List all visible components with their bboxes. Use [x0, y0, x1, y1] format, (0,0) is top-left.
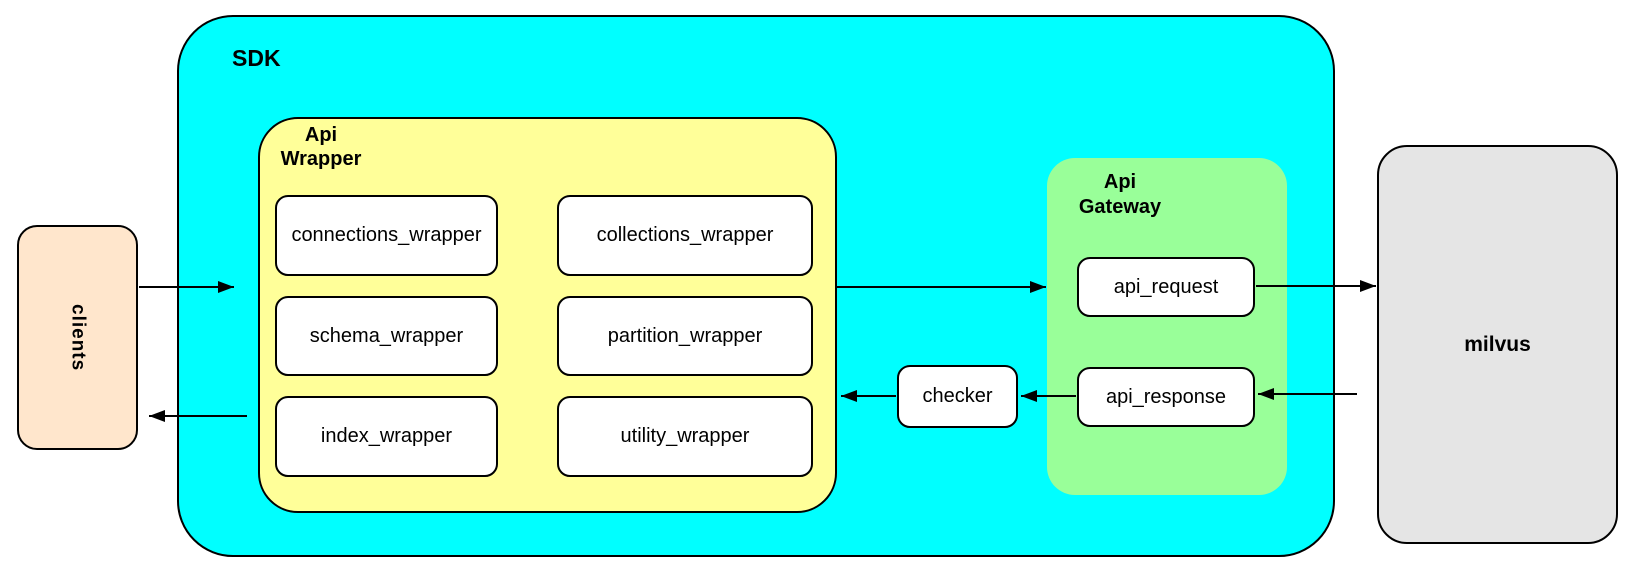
api-gateway-box: Api Gateway — [1047, 158, 1287, 495]
checker-label: checker — [922, 385, 993, 407]
module-label: partition_wrapper — [607, 324, 763, 347]
module-label: collections_wrapper — [596, 224, 774, 246]
clients-label: clients — [67, 303, 89, 372]
module-label: index_wrapper — [320, 425, 453, 447]
milvus-label: milvus — [1464, 332, 1531, 356]
module-partition-wrapper: partition_wrapper — [557, 296, 813, 376]
module-utility-wrapper: utility_wrapper — [557, 396, 813, 477]
module-label: connections_wrapper — [291, 224, 482, 246]
api-gateway-label: Api Gateway — [1061, 170, 1179, 220]
module-label: schema_wrapper — [309, 324, 464, 347]
module-collections-wrapper: collections_wrapper — [557, 195, 813, 276]
api-gateway-label-line1: Api — [1103, 171, 1137, 193]
api-request-box: api_request — [1077, 257, 1255, 317]
module-schema-wrapper: schema_wrapper — [275, 296, 498, 376]
milvus-box: milvus — [1377, 145, 1618, 544]
api-request-label: api_request — [1113, 275, 1219, 298]
module-label: utility_wrapper — [620, 425, 750, 447]
api-wrapper-label-line2: Wrapper — [280, 148, 362, 170]
sdk-label: SDK — [232, 45, 281, 71]
clients-box: clients — [17, 225, 138, 450]
api-gateway-label-line2: Gateway — [1078, 196, 1162, 218]
module-index-wrapper: index_wrapper — [275, 396, 498, 477]
checker-box: checker — [897, 365, 1018, 428]
api-response-box: api_response — [1077, 367, 1255, 427]
api-wrapper-label: Api Wrapper — [262, 123, 380, 171]
api-wrapper-label-line1: Api — [304, 124, 338, 146]
module-connections-wrapper: connections_wrapper — [275, 195, 498, 276]
api-response-label: api_response — [1105, 385, 1227, 408]
